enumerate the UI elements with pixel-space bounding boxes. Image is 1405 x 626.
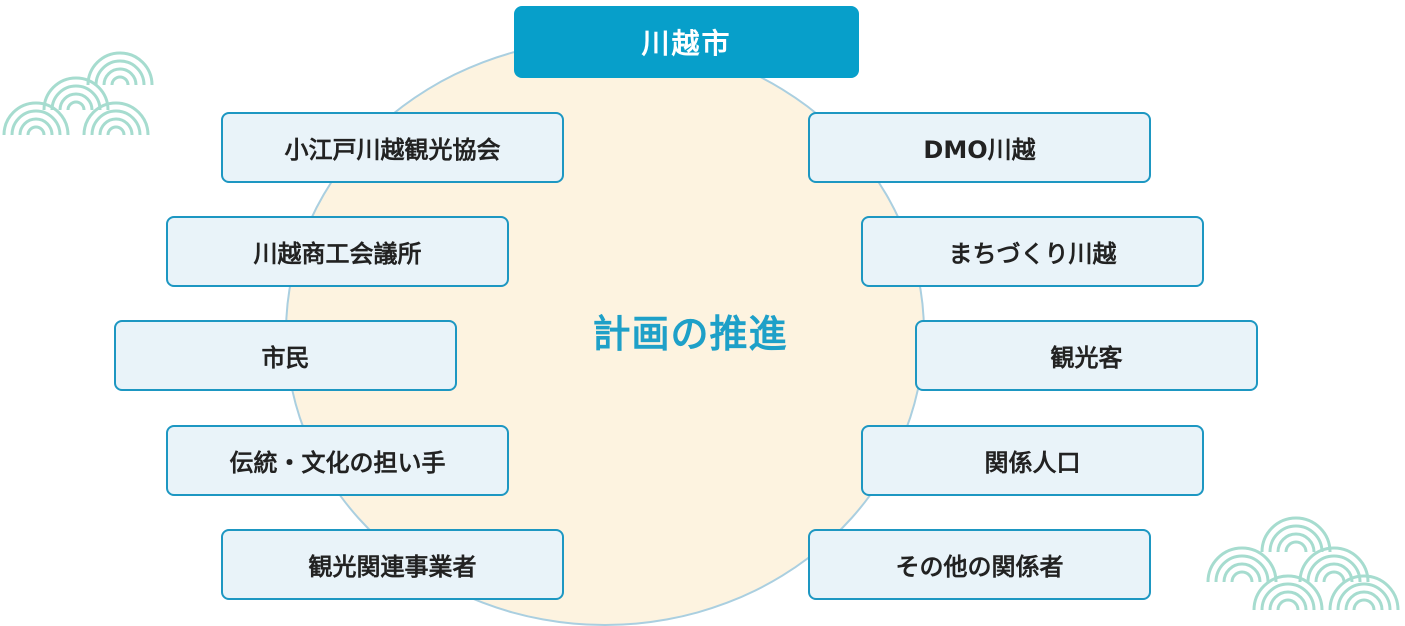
city-header: 川越市 bbox=[514, 6, 859, 78]
stakeholder-box-right-5: その他の関係者 bbox=[808, 529, 1151, 600]
stakeholder-box-left-3: 市民 bbox=[114, 320, 457, 391]
stakeholder-box-right-3: 観光客 bbox=[915, 320, 1258, 391]
stakeholder-box-left-2: 川越商工会議所 bbox=[166, 216, 509, 287]
stakeholder-box-right-4: 関係人口 bbox=[861, 425, 1204, 496]
seigaiha-wave-icon bbox=[2, 51, 154, 136]
stakeholder-box-left-1: 小江戸川越観光協会 bbox=[221, 112, 564, 183]
stakeholder-box-right-2: まちづくり川越 bbox=[861, 216, 1204, 287]
seigaiha-wave-icon bbox=[1206, 516, 1400, 611]
stakeholder-box-left-4: 伝統・文化の担い手 bbox=[166, 425, 509, 496]
center-label: 計画の推進 bbox=[592, 311, 788, 356]
stakeholder-box-left-5: 観光関連事業者 bbox=[221, 529, 564, 600]
stakeholder-box-right-1: DMO川越 bbox=[808, 112, 1151, 183]
